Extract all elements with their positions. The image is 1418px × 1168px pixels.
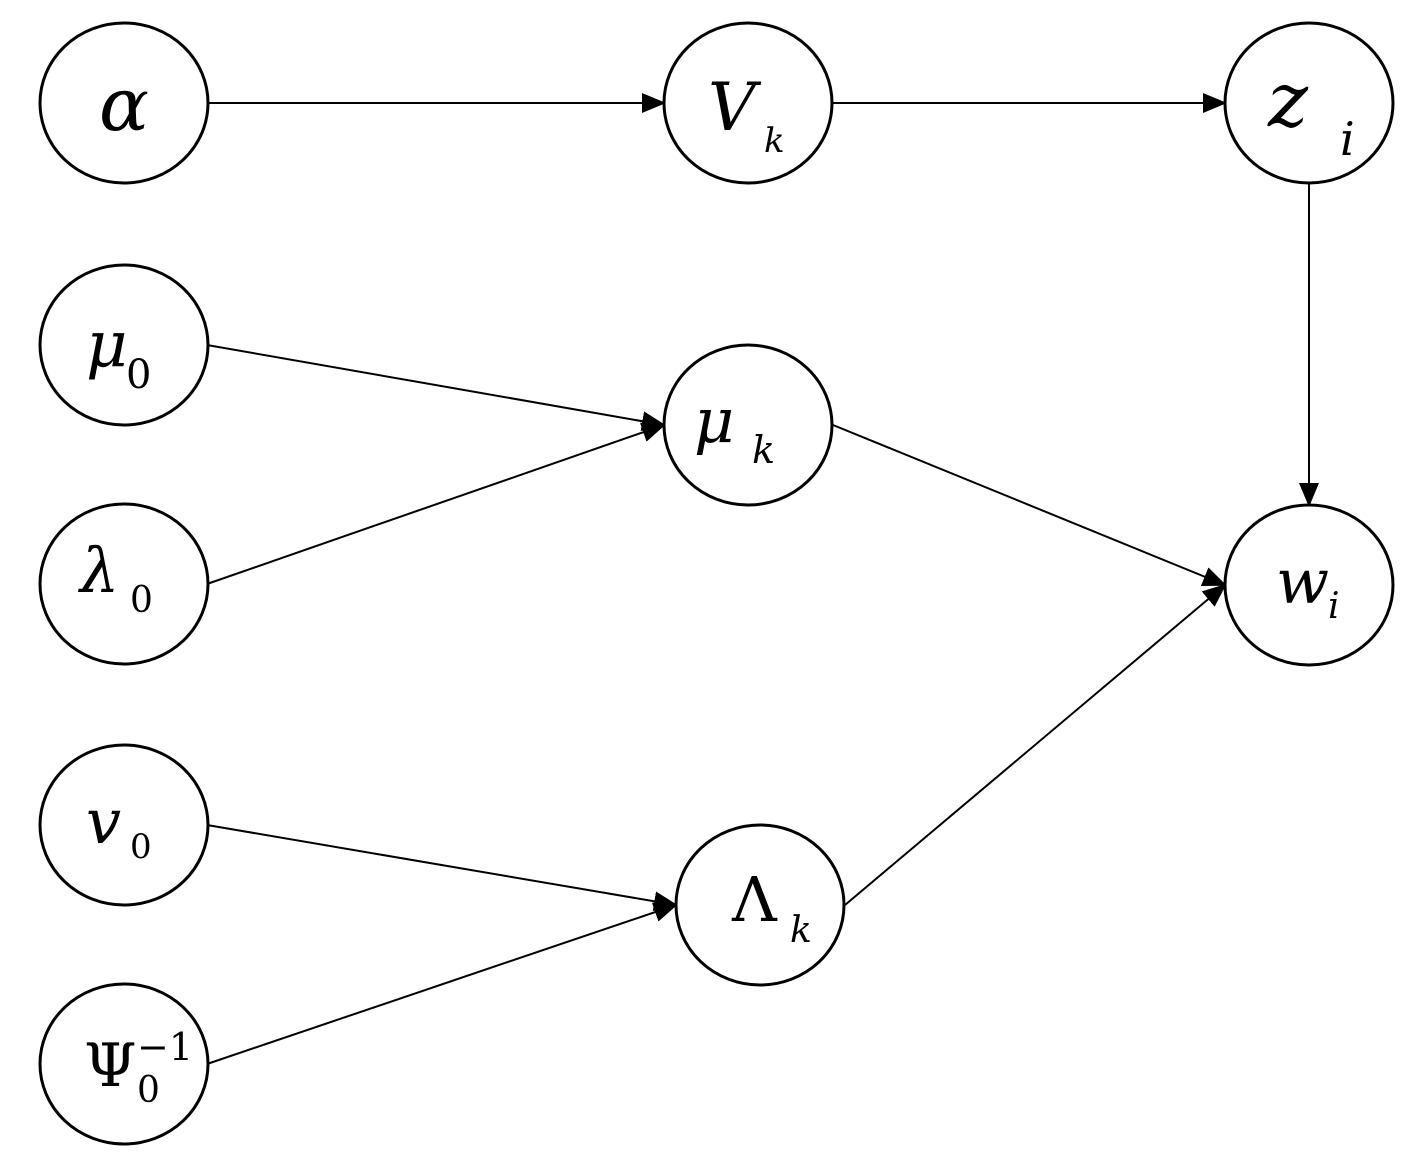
node-mu-0-subscript: 0 bbox=[126, 352, 151, 398]
node-lambda-0-subscript: 0 bbox=[130, 580, 153, 621]
node-v-0-subscript: 0 bbox=[130, 827, 152, 867]
node-v-k-symbol: V bbox=[708, 69, 762, 146]
node-alpha-circle bbox=[38, 21, 210, 185]
node-alpha: α bbox=[38, 21, 210, 185]
node-psi-0-superscript: −1 bbox=[137, 1025, 193, 1069]
node-psi-0-symbol: Ψ bbox=[84, 1031, 137, 1101]
node-lambda-k-subscript: k bbox=[790, 910, 812, 951]
edge-lambda-0-to-mu-k bbox=[206, 422, 666, 585]
node-lambda-k-symbol: Λ bbox=[731, 863, 778, 936]
node-v-0-circle bbox=[38, 743, 210, 907]
node-w-i-circle bbox=[1223, 503, 1395, 667]
node-w-i: w i bbox=[1223, 503, 1395, 667]
node-v-0-symbol: v bbox=[86, 785, 121, 858]
node-lambda-0-symbol: λ bbox=[77, 534, 119, 607]
node-w-i-symbol: w bbox=[1276, 545, 1329, 618]
node-z-i: z i bbox=[1223, 21, 1395, 185]
node-z-i-symbol: z bbox=[1267, 55, 1309, 144]
node-mu-0-symbol: μ bbox=[86, 308, 128, 382]
node-lambda-k-circle bbox=[674, 823, 846, 987]
node-psi-0: Ψ −1 0 bbox=[38, 982, 210, 1146]
node-lambda-0: λ 0 bbox=[38, 502, 210, 666]
node-mu-k-symbol: μ bbox=[694, 384, 734, 457]
edge-psi-0-to-lambda-k bbox=[206, 902, 678, 1065]
edges bbox=[206, 93, 1319, 1065]
node-v-0: v 0 bbox=[38, 743, 210, 907]
node-mu-k-subscript: k bbox=[752, 428, 775, 472]
node-mu-0: μ 0 bbox=[38, 263, 210, 427]
node-z-i-circle bbox=[1223, 21, 1395, 185]
node-lambda-k: Λ k bbox=[674, 823, 846, 987]
node-psi-0-subscript: 0 bbox=[137, 1070, 160, 1111]
node-v-k-subscript: k bbox=[764, 121, 785, 161]
node-lambda-0-circle bbox=[38, 502, 210, 666]
edge-v-0-to-lambda-k bbox=[206, 824, 678, 912]
node-z-i-subscript: i bbox=[1340, 112, 1355, 166]
node-psi-0-circle bbox=[38, 982, 210, 1146]
edge-lambda-k-to-w-i bbox=[844, 583, 1227, 906]
node-w-i-subscript: i bbox=[1328, 586, 1340, 627]
node-alpha-symbol: α bbox=[99, 62, 149, 148]
node-v-k: V k bbox=[662, 21, 834, 185]
node-mu-k: μ k bbox=[662, 343, 834, 507]
node-v-k-circle bbox=[662, 21, 834, 185]
node-mu-0-circle bbox=[38, 263, 210, 427]
edge-mu-k-to-w-i bbox=[832, 424, 1227, 586]
edge-mu-0-to-mu-k bbox=[206, 344, 666, 432]
node-mu-k-circle bbox=[662, 343, 834, 507]
